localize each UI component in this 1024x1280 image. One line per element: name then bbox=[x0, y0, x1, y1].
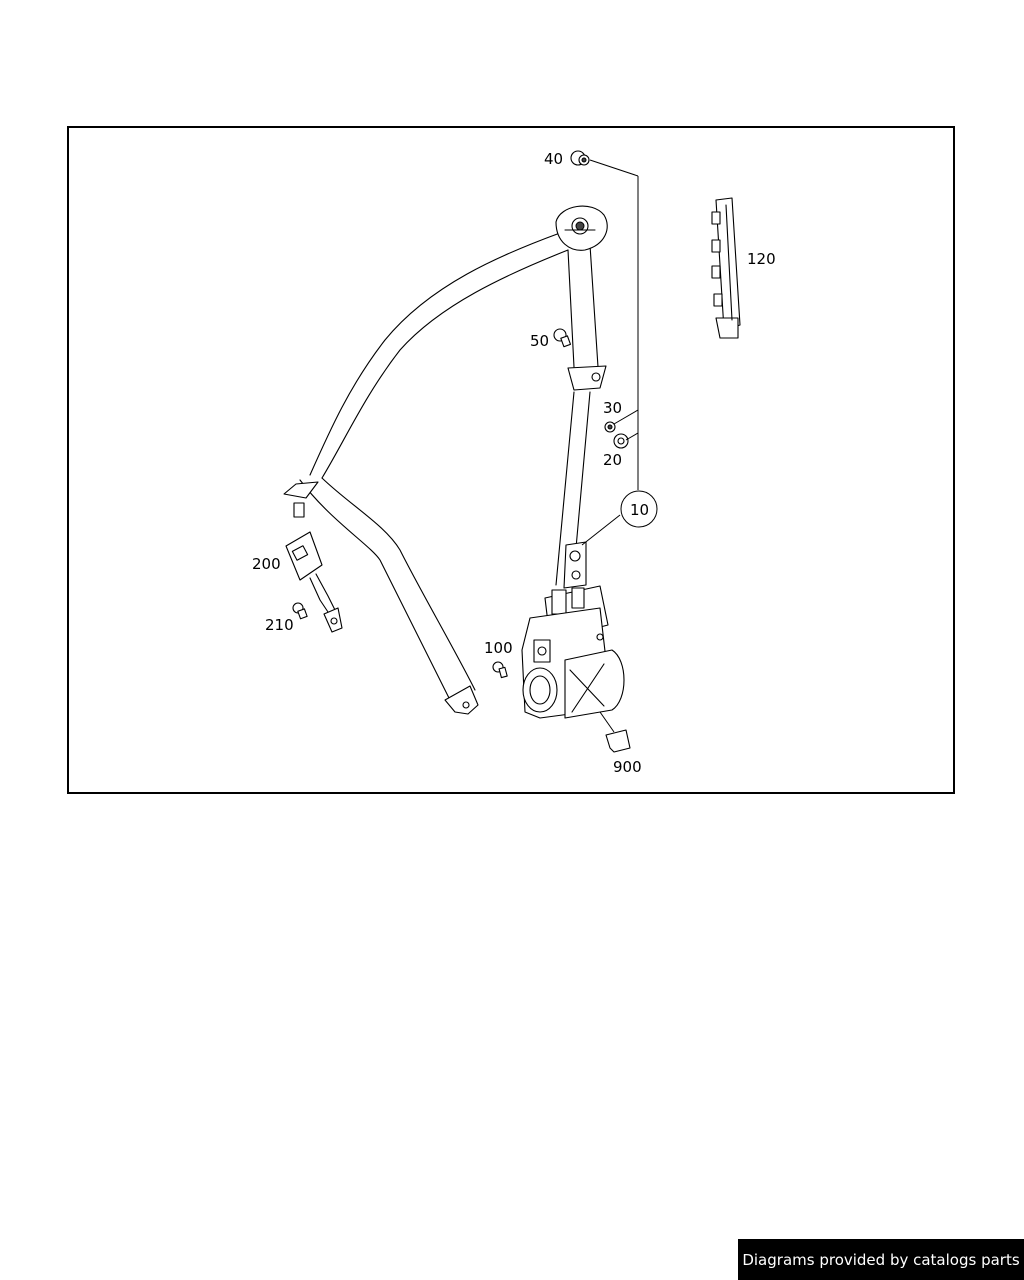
part-label-50: 50 bbox=[530, 332, 549, 350]
top-guide-loop bbox=[555, 205, 608, 251]
leader-lines bbox=[581, 159, 658, 546]
seat-belt-diagram: 40 120 50 30 20 10 200 210 100 900 bbox=[252, 150, 776, 776]
part-label-900: 900 bbox=[613, 758, 642, 776]
bolt-50 bbox=[553, 328, 572, 348]
attribution-badge: Diagrams provided by catalogs parts bbox=[738, 1239, 1024, 1280]
part-label-40: 40 bbox=[544, 150, 563, 168]
screw-100 bbox=[492, 661, 508, 679]
connector-900 bbox=[599, 711, 631, 753]
part-label-200: 200 bbox=[252, 555, 281, 573]
part-label-120: 120 bbox=[747, 250, 776, 268]
washer-20 bbox=[613, 433, 629, 449]
attribution-text: Diagrams provided by catalogs parts bbox=[742, 1250, 1020, 1269]
retractor-assembly bbox=[521, 541, 625, 719]
seat-belt-webbing bbox=[283, 232, 607, 715]
part-label-10: 10 bbox=[630, 501, 649, 519]
diagram-frame: 40 120 50 30 20 10 200 210 100 900 bbox=[67, 126, 955, 794]
bolt-40 bbox=[570, 150, 590, 166]
part-label-30: 30 bbox=[603, 399, 622, 417]
buckle-200 bbox=[285, 531, 343, 633]
height-adjuster-120 bbox=[711, 197, 741, 339]
callout-circle-10 bbox=[620, 490, 658, 528]
part-label-20: 20 bbox=[603, 451, 622, 469]
bolt-210 bbox=[292, 602, 308, 620]
part-label-100: 100 bbox=[484, 639, 513, 657]
part-label-210: 210 bbox=[265, 616, 294, 634]
washer-30 bbox=[604, 421, 616, 433]
